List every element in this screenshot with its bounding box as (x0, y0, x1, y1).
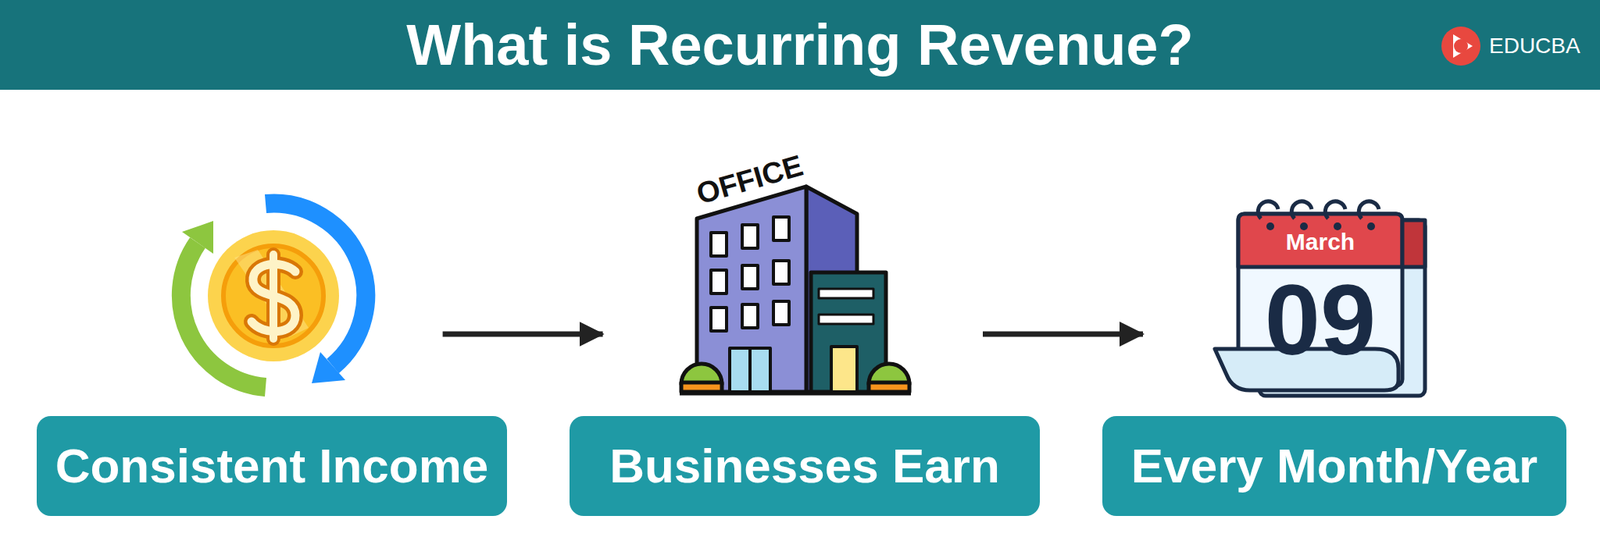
box-label: Consistent Income (55, 439, 490, 493)
office-building-icon (679, 186, 911, 394)
coin-icon (181, 203, 366, 388)
label-box: Businesses Earn (569, 416, 1040, 517)
label-box: Consistent Income (36, 416, 508, 517)
title: What is Recurring Revenue? (0, 0, 1600, 90)
logo-text: EDUCBA (1489, 35, 1581, 58)
calendar-day: 09 (1264, 270, 1376, 371)
flow-arrow (982, 332, 1143, 338)
label-box: Every Month/Year (1102, 416, 1567, 517)
calendar-icon (1214, 201, 1425, 397)
flow-arrow (442, 332, 604, 338)
calendar-month: March (1285, 230, 1355, 254)
logo-icon (1441, 26, 1481, 66)
box-label: Every Month/Year (1131, 439, 1538, 493)
box-label: Businesses Earn (609, 439, 1000, 493)
